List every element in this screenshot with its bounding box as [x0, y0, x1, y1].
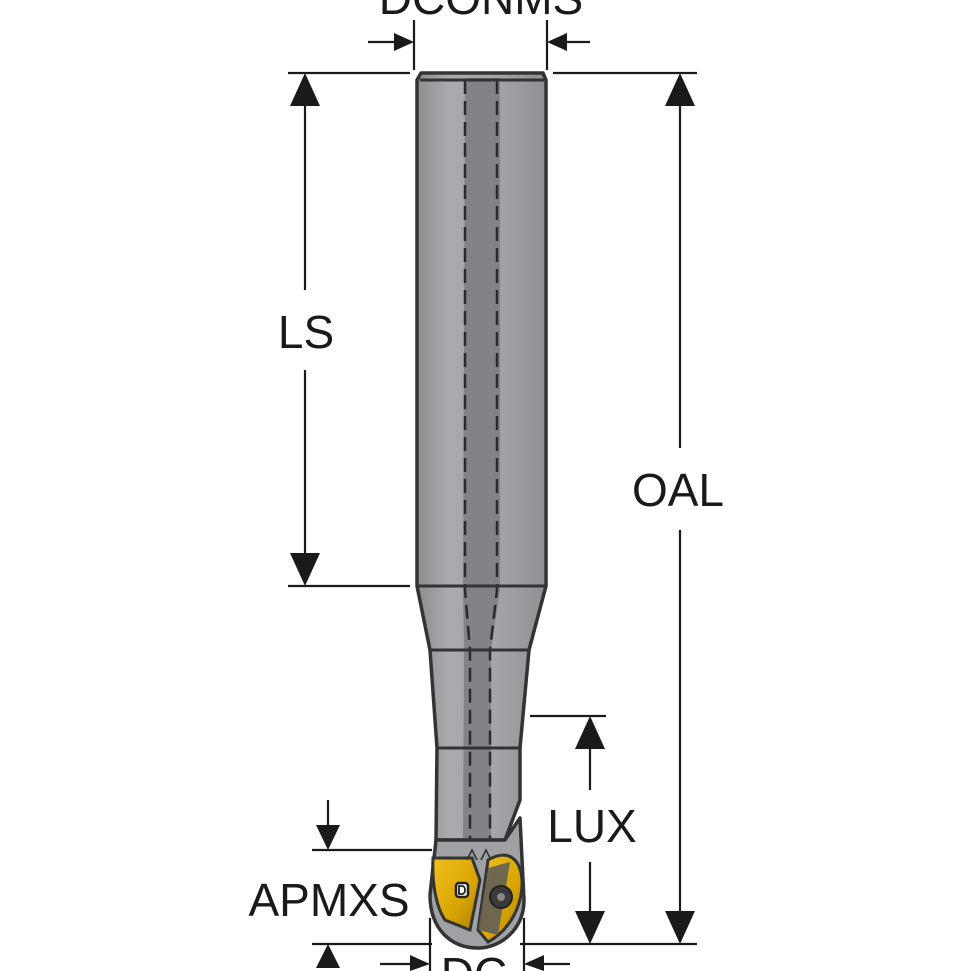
insert-screw-left — [454, 881, 470, 899]
dconms-dimension — [368, 20, 590, 70]
ls-dimension — [288, 71, 410, 588]
pocket-detail — [466, 848, 492, 861]
dc-dimension — [380, 918, 570, 971]
apmxs-label: APMXS — [248, 874, 409, 926]
oal-label: OAL — [632, 464, 724, 516]
ball-nose-head — [428, 816, 526, 950]
coolant-hidden-lines — [463, 80, 499, 840]
dimension-lines — [288, 20, 697, 971]
ls-label: LS — [278, 306, 334, 358]
dconms-label: DCONMS — [379, 0, 583, 24]
oal-dimension — [520, 71, 697, 946]
dc-label: DC — [441, 948, 507, 971]
tool-body — [415, 71, 548, 950]
shank-transition-lines — [417, 78, 546, 750]
lux-label: LUX — [547, 800, 636, 852]
apmxs-dimension — [312, 800, 432, 968]
lux-dimension — [530, 714, 606, 944]
